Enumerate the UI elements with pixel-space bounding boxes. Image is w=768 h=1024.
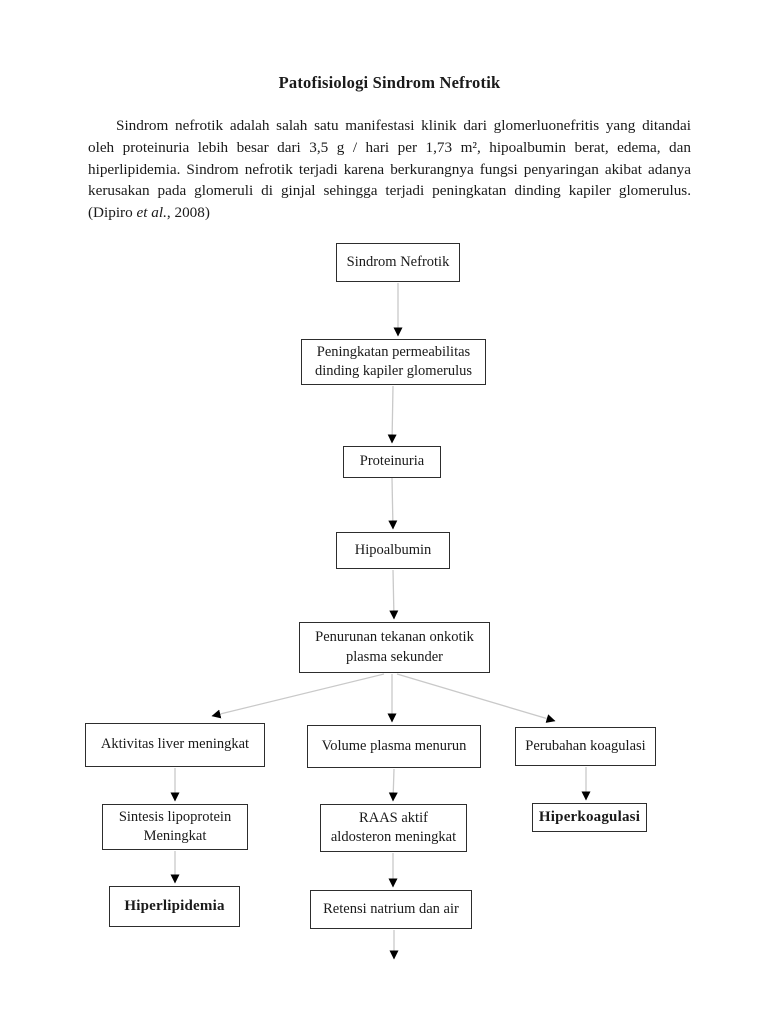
intro-paragraph-text: Sindrom nefrotik adalah salah satu manif…	[88, 117, 691, 222]
edge-penurunan-to-aktivitas-liver	[211, 673, 385, 719]
edge-proteinuria-to-hipoalbumin	[388, 477, 398, 530]
page-title: Patofisiologi Sindrom Nefrotik	[278, 73, 501, 92]
node-label: Sintesis lipoprotein Meningkat	[118, 808, 232, 845]
node-sindrom-nefrotik: Sindrom Nefrotik	[336, 243, 460, 282]
node-label: Hipoalbumin	[354, 541, 432, 558]
edge-permeabilitas-to-proteinuria	[387, 385, 397, 444]
node-proteinuria: Proteinuria	[343, 446, 441, 478]
edge-hipoalbumin-to-penurunan	[389, 569, 399, 620]
node-hipoalbumin: Hipoalbumin	[336, 532, 450, 569]
node-label: Peningkatan permeabilitas dinding kapile…	[314, 343, 473, 380]
node-raas-aktif: RAAS aktif aldosteron meningkat	[320, 804, 467, 852]
node-sintesis-lipoprotein: Sintesis lipoprotein Meningkat	[102, 804, 248, 850]
edge-penurunan-to-perubahan-koagulasi	[396, 673, 556, 723]
node-label: Retensi natrium dan air	[323, 900, 459, 917]
node-label: Volume plasma menurun	[321, 737, 467, 754]
node-label: Proteinuria	[359, 453, 425, 470]
node-label: Hiperkoagulasi	[538, 808, 641, 825]
node-penurunan-tekanan-onkotik: Penurunan tekanan onkotik plasma sekunde…	[299, 622, 490, 673]
node-peningkatan-permeabilitas: Peningkatan permeabilitas dinding kapile…	[301, 339, 486, 385]
node-perubahan-koagulasi: Perubahan koagulasi	[515, 727, 656, 766]
node-hiperkoagulasi: Hiperkoagulasi	[532, 803, 647, 832]
citation-et-al: et al.	[136, 204, 167, 222]
node-aktivitas-liver: Aktivitas liver meningkat	[85, 723, 265, 767]
citation-year: , 2008)	[166, 204, 210, 222]
node-label: Hiperlipidemia	[124, 897, 225, 914]
edge-volume-to-raas	[388, 768, 398, 802]
node-hiperlipidemia: Hiperlipidemia	[109, 886, 240, 927]
node-label: Penurunan tekanan onkotik plasma sekunde…	[315, 629, 474, 665]
node-label: Aktivitas liver meningkat	[100, 736, 250, 753]
node-label: RAAS aktif aldosteron meningkat	[330, 809, 457, 846]
intro-paragraph: Sindrom nefrotik adalah salah satu manif…	[88, 115, 691, 224]
node-retensi-natrium: Retensi natrium dan air	[310, 890, 472, 929]
node-volume-plasma: Volume plasma menurun	[307, 725, 481, 768]
node-label: Perubahan koagulasi	[525, 737, 646, 754]
node-label: Sindrom Nefrotik	[346, 253, 450, 270]
